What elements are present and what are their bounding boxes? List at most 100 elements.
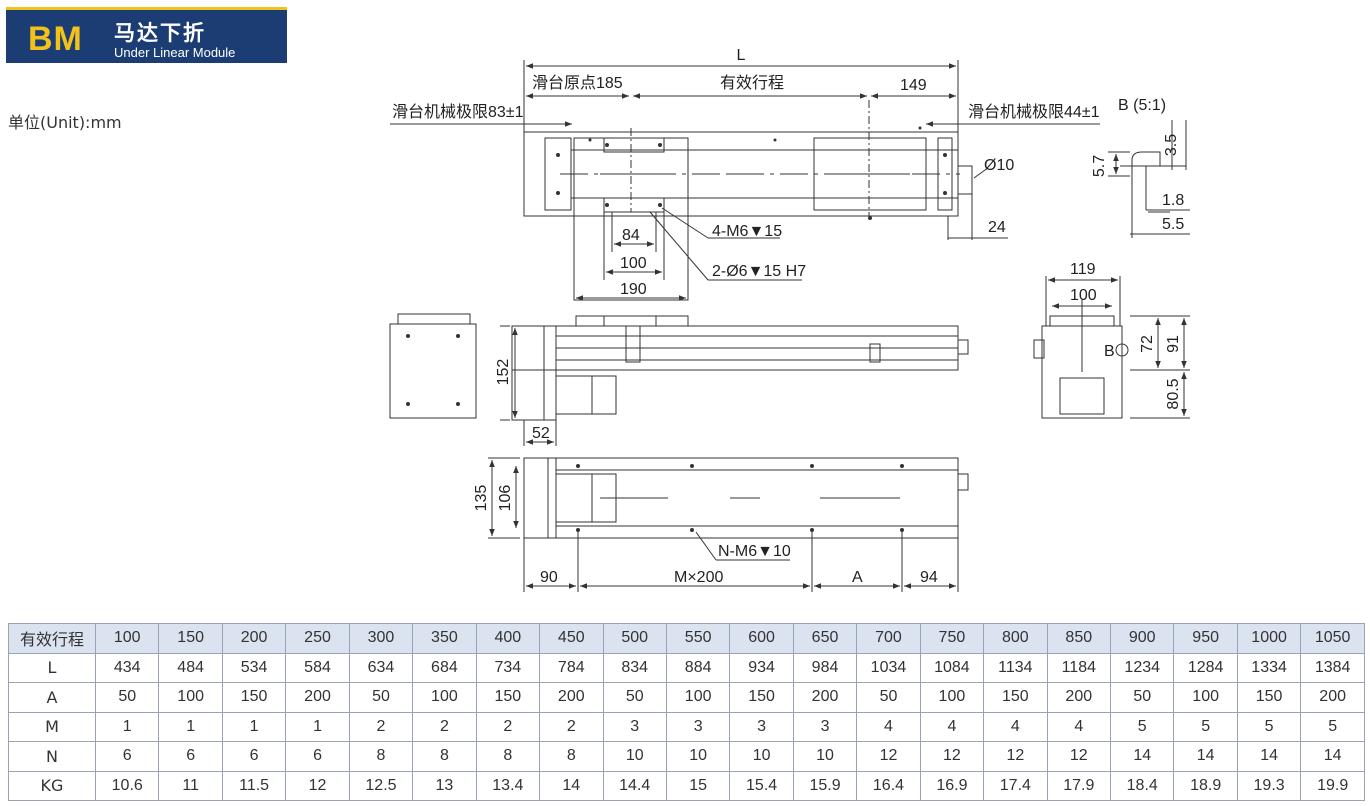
table-row-label: KG (8, 770, 96, 801)
table-cell: 1284 (1173, 652, 1238, 683)
table-cell: 484 (158, 652, 223, 683)
product-title-cn: 马达下折 (114, 21, 206, 45)
label-pin-holes: 2-Ø6▼15 H7 (712, 263, 806, 280)
table-cell: 12 (983, 741, 1048, 772)
table-cell: 150 (221, 682, 287, 713)
table-cell: 10 (729, 741, 794, 772)
dim-phi10: Ø10 (984, 157, 1014, 174)
table-cell: 11.5 (221, 770, 287, 801)
table-cell: 1 (221, 711, 287, 742)
dim-m200: M×200 (674, 569, 723, 586)
table-cell: 150 (729, 682, 794, 713)
table-cell: 1384 (1300, 652, 1365, 683)
table-cell: 14 (539, 770, 604, 801)
dim-origin: 滑台原点185 (532, 74, 623, 92)
table-cell: 884 (665, 652, 731, 683)
table-header-cell: 800 (983, 623, 1048, 654)
table-cell: 2 (348, 711, 414, 742)
table-cell: 13 (412, 770, 477, 801)
table-header-cell: 200 (221, 623, 287, 654)
table-cell: 15.4 (729, 770, 794, 801)
table-header-cell: 300 (348, 623, 414, 654)
dim-119: 119 (1070, 261, 1096, 278)
dim-91: 91 (1165, 335, 1182, 353)
table-cell: 534 (221, 652, 287, 683)
table-cell: 100 (665, 682, 731, 713)
table-cell: 150 (1236, 682, 1302, 713)
dim-1-8: 1.8 (1162, 192, 1184, 209)
table-header-cell: 250 (285, 623, 350, 654)
table-cell: 19.9 (1300, 770, 1365, 801)
table-cell: 100 (1173, 682, 1238, 713)
table-cell: 6 (158, 741, 223, 772)
table-cell: 200 (285, 682, 350, 713)
table-cell: 12 (285, 770, 350, 801)
product-code: BM (28, 20, 83, 58)
table-cell: 50 (602, 682, 667, 713)
dim-24: 24 (988, 219, 1006, 236)
table-header-cell: 550 (665, 623, 731, 654)
table-cell: 10 (602, 741, 667, 772)
table-cell: 6 (221, 741, 287, 772)
table-cell: 16.9 (919, 770, 985, 801)
table-cell: 1034 (856, 652, 921, 683)
table-cell: 12.5 (348, 770, 414, 801)
table-header-cell: 600 (729, 623, 794, 654)
detail-b-label: B (5:1) (1118, 97, 1166, 114)
dim-84: 84 (622, 227, 640, 244)
table-cell: 200 (1300, 682, 1365, 713)
table-cell: 2 (475, 711, 541, 742)
table-row-label: M (8, 711, 96, 742)
table-header-label: 有效行程 (8, 623, 96, 654)
table-cell: 14 (1109, 741, 1175, 772)
table-cell: 100 (412, 682, 477, 713)
table-cell: 200 (1046, 682, 1112, 713)
table-cell: 5 (1300, 711, 1365, 742)
table-cell: 5 (1109, 711, 1175, 742)
dim-stroke: 有效行程 (720, 74, 784, 92)
table-cell: 50 (348, 682, 414, 713)
table-header-cell: 700 (856, 623, 921, 654)
table-cell: 11 (158, 770, 223, 801)
table-cell: 16.4 (856, 770, 921, 801)
table-cell: 8 (475, 741, 541, 772)
table-cell: 3 (792, 711, 858, 742)
mark-b: B (1104, 343, 1115, 360)
table-header-cell: 500 (602, 623, 667, 654)
table-header-cell: 400 (475, 623, 541, 654)
table-cell: 14.4 (602, 770, 667, 801)
table-cell: 784 (539, 652, 604, 683)
table-cell: 734 (475, 652, 541, 683)
table-row-label: L (8, 652, 96, 683)
table-cell: 3 (729, 711, 794, 742)
table-cell: 684 (412, 652, 477, 683)
dim-100: 100 (620, 255, 647, 272)
dim-L: L (737, 47, 746, 64)
table-cell: 200 (792, 682, 858, 713)
table-cell: 18.4 (1109, 770, 1175, 801)
table-cell: 2 (412, 711, 477, 742)
table-cell: 19.3 (1236, 770, 1302, 801)
table-cell: 934 (729, 652, 794, 683)
table-cell: 50 (1109, 682, 1175, 713)
table-cell: 18.9 (1173, 770, 1238, 801)
dim-106: 106 (497, 485, 514, 512)
table-cell: 200 (539, 682, 604, 713)
table-cell: 14 (1300, 741, 1365, 772)
dim-149: 149 (900, 77, 927, 94)
dim-190: 190 (620, 281, 647, 298)
dim-limit-right: 滑台机械极限44±1 (968, 103, 1100, 121)
dim-5-5: 5.5 (1162, 216, 1184, 233)
table-cell: 834 (602, 652, 667, 683)
table-cell: 50 (94, 682, 160, 713)
table-cell: 4 (856, 711, 921, 742)
table-cell: 6 (94, 741, 160, 772)
dim-90: 90 (540, 569, 558, 586)
table-cell: 5 (1173, 711, 1238, 742)
